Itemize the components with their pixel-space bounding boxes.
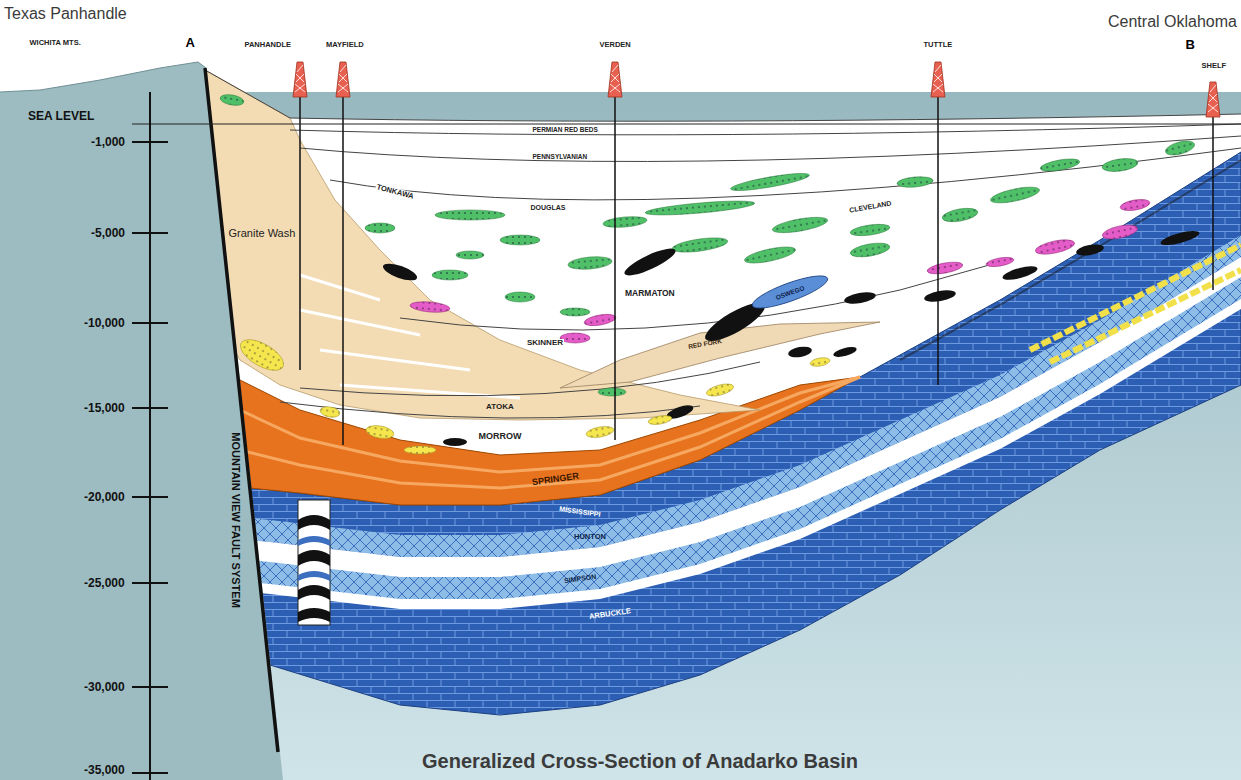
depth-label: -15,000 bbox=[84, 402, 125, 415]
well-name: PANHANDLE bbox=[245, 41, 292, 49]
formation-name: SKINNER bbox=[526, 339, 564, 348]
formation-name: MORROW bbox=[478, 432, 523, 442]
well-name: TUTTLE bbox=[924, 41, 953, 49]
formation-name: MARMATON bbox=[624, 289, 676, 298]
depth-label: -30,000 bbox=[84, 681, 125, 694]
section-end: A bbox=[186, 36, 195, 50]
depth-label: -20,000 bbox=[84, 491, 125, 504]
region-name: Texas Panhandle bbox=[4, 5, 127, 23]
depth-label: -1,000 bbox=[91, 136, 125, 149]
depth-label: SEA LEVEL bbox=[28, 110, 94, 123]
well-name: MAYFIELD bbox=[326, 41, 364, 49]
formation-name: HUNTON bbox=[574, 533, 606, 541]
formation-name: ATOKA bbox=[486, 403, 514, 412]
fault-name: MOUNTAIN VIEW FAULT SYSTEM bbox=[230, 432, 242, 608]
formation-name: DOUGLAS bbox=[530, 204, 567, 212]
depth-label: -5,000 bbox=[91, 227, 125, 240]
diagram-title: Generalized Cross-Section of Anadarko Ba… bbox=[422, 750, 858, 772]
well-name: VERDEN bbox=[600, 41, 631, 49]
region-name: Central Oklahoma bbox=[1108, 13, 1237, 31]
depth-label: -10,000 bbox=[84, 317, 125, 330]
depth-label: -25,000 bbox=[84, 577, 125, 590]
section-end: B bbox=[1186, 38, 1195, 52]
formation-name: Granite Wash bbox=[229, 227, 296, 239]
formation-name: PENNSYLVANIAN bbox=[532, 153, 589, 160]
formation-name: PERMIAN RED BEDS bbox=[532, 126, 599, 133]
depth-label: -35,000 bbox=[84, 764, 125, 777]
place-name: WICHITA MTS. bbox=[30, 39, 81, 47]
well-name: SHELF bbox=[1202, 62, 1227, 70]
